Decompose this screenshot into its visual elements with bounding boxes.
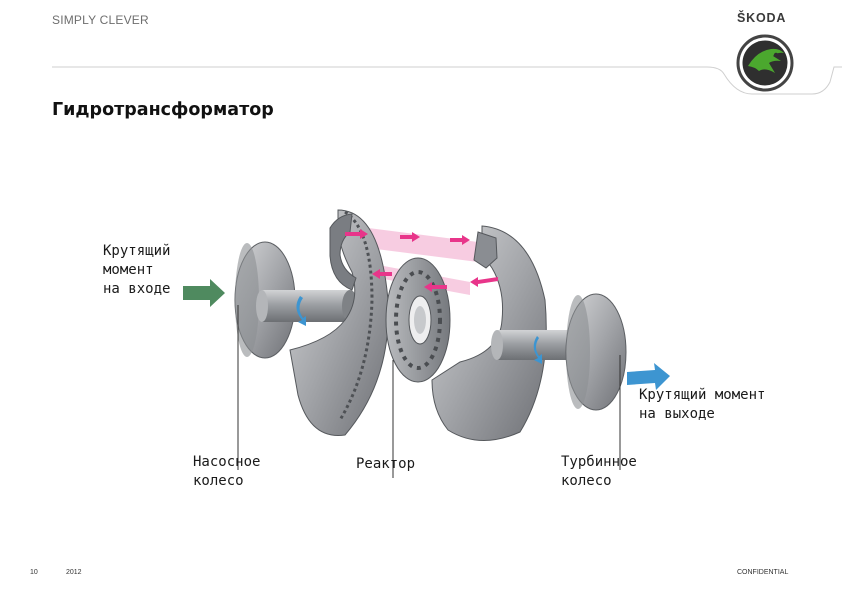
turbine-wheel [431, 225, 547, 441]
header-rule [52, 66, 842, 95]
pump-wheel-label: Насосное колесо [193, 454, 261, 489]
turbine-wheel-label: Турбинное колесо [561, 454, 637, 489]
fluid-flow-band [345, 225, 478, 262]
input-torque-label: Крутящий момент на входе [103, 243, 171, 297]
pump-wheel [289, 209, 389, 436]
input-torque-arrow [183, 279, 225, 307]
flow-arrows [345, 229, 498, 292]
page-number: 10 [30, 569, 38, 576]
slide-title: Гидротрансформатор [52, 100, 274, 120]
reactor-label: Реактор [356, 456, 416, 472]
output-rotation-arrow [533, 336, 542, 364]
footer-year: 2012 [66, 569, 82, 576]
slogan: SIMPLY CLEVER [52, 13, 149, 27]
input-shaft [262, 290, 350, 322]
output-torque-arrow [627, 363, 670, 390]
confidential-note: CONFIDENTIAL [737, 569, 789, 576]
brand-wordmark: ŠKODA [737, 11, 787, 25]
input-rotation-arrow [296, 296, 306, 326]
skoda-logo [736, 34, 794, 92]
output-torque-label: Крутящий момент на выходе [639, 387, 766, 422]
